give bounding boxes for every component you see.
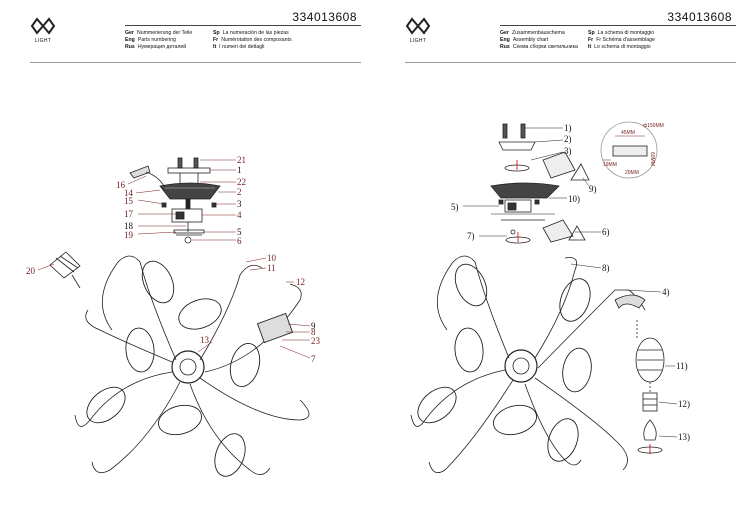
chandelier-body — [410, 255, 646, 474]
callout-8: 8 — [311, 327, 316, 337]
callout-15: 15 — [124, 196, 134, 206]
callout-13: 13 — [200, 335, 210, 345]
callout-14: 14 — [124, 188, 134, 198]
chandelier-body — [74, 255, 310, 475]
callout-4: 4) — [662, 287, 670, 297]
warning-icon — [570, 163, 590, 181]
callout-5: 5 — [237, 227, 242, 237]
callout-13: 13) — [678, 432, 690, 442]
callout-12: 12 — [296, 277, 305, 287]
dim-60mm: 60MM — [649, 152, 655, 166]
mounting-plate — [498, 141, 536, 151]
callout-9: 9) — [589, 184, 597, 194]
callout-4: 4 — [237, 210, 242, 220]
callout-1: 1) — [564, 123, 572, 133]
callout-11: 11) — [676, 361, 688, 371]
candle-bulb — [643, 419, 657, 441]
glass-shades — [86, 260, 294, 477]
logo-mark-icon — [30, 17, 56, 35]
callout-3: 3 — [237, 199, 242, 209]
callout-6: 6) — [602, 227, 610, 237]
logo-text: LIGHT — [409, 38, 427, 44]
callout-12: 12) — [678, 399, 690, 409]
brand-logo: LIGHT — [405, 16, 431, 46]
callout-5: 5) — [451, 202, 459, 212]
dimension-labels: ф150MM 45MM 19MM 20MM 60MM — [603, 123, 664, 176]
header-divider — [125, 25, 361, 26]
glass-shades — [417, 263, 592, 462]
lamp-socket — [642, 392, 658, 412]
canopy — [490, 182, 560, 199]
leader-lines — [463, 127, 678, 438]
callout-7: 7) — [467, 231, 475, 241]
callout-10: 10) — [568, 194, 580, 204]
header-divider-lower — [30, 62, 361, 63]
callout-21: 21 — [237, 155, 246, 165]
callout-7: 7 — [311, 354, 316, 364]
dim-diameter: ф150MM — [643, 123, 664, 129]
callout-20: 20 — [26, 266, 36, 276]
header-divider-lower — [405, 62, 736, 63]
parts-drawing: 21 1 22 2 3 4 5 6 16 14 15 17 18 19 20 1… — [26, 155, 321, 477]
right-callout-labels: 1) 2) 3) 9) 10) 5) 6) 7) 8) 4) 11) 12) 1… — [451, 123, 690, 442]
article-code: 334013608 — [667, 10, 732, 24]
dim-19mm: 19MM — [603, 162, 617, 168]
article-code: 334013608 — [292, 10, 357, 24]
callout-6: 6 — [237, 236, 242, 246]
dim-20mm: 20MM — [625, 170, 639, 176]
callout-3: 3) — [564, 146, 572, 156]
callout-22: 22 — [237, 177, 246, 187]
callout-19: 19 — [124, 230, 134, 240]
callout-18: 18 — [124, 221, 134, 231]
cap-nut — [184, 236, 192, 244]
callout-2: 2 — [237, 187, 242, 197]
left-callout-labels: 21 1 22 2 3 4 5 6 16 14 15 17 18 19 20 1… — [26, 155, 321, 364]
callout-8: 8) — [602, 263, 610, 273]
leader-lines — [37, 159, 311, 359]
callout-17: 17 — [124, 209, 134, 219]
callout-10: 10 — [267, 253, 277, 263]
cover-plate — [173, 229, 205, 234]
header-divider — [500, 25, 736, 26]
callout-9: 9 — [311, 321, 316, 331]
callout-16: 16 — [116, 180, 126, 190]
callout-2: 2) — [564, 134, 572, 144]
warning-icon-2 — [568, 225, 586, 241]
mounting-screws — [177, 157, 199, 169]
callout-11: 11 — [267, 263, 276, 273]
assembly-drawing: 1) 2) 3) 9) 10) 5) 6) 7) 8) 4) 11) 12) 1… — [410, 121, 690, 474]
callout-1: 1 — [237, 165, 242, 175]
brand-logo: LIGHT — [30, 16, 56, 46]
logo-mark-icon — [405, 17, 431, 35]
callout-23: 23 — [311, 336, 321, 346]
canopy — [159, 182, 221, 200]
logo-text: LIGHT — [34, 38, 52, 44]
dim-45mm: 45MM — [621, 130, 635, 136]
mounting-plate — [167, 167, 211, 174]
